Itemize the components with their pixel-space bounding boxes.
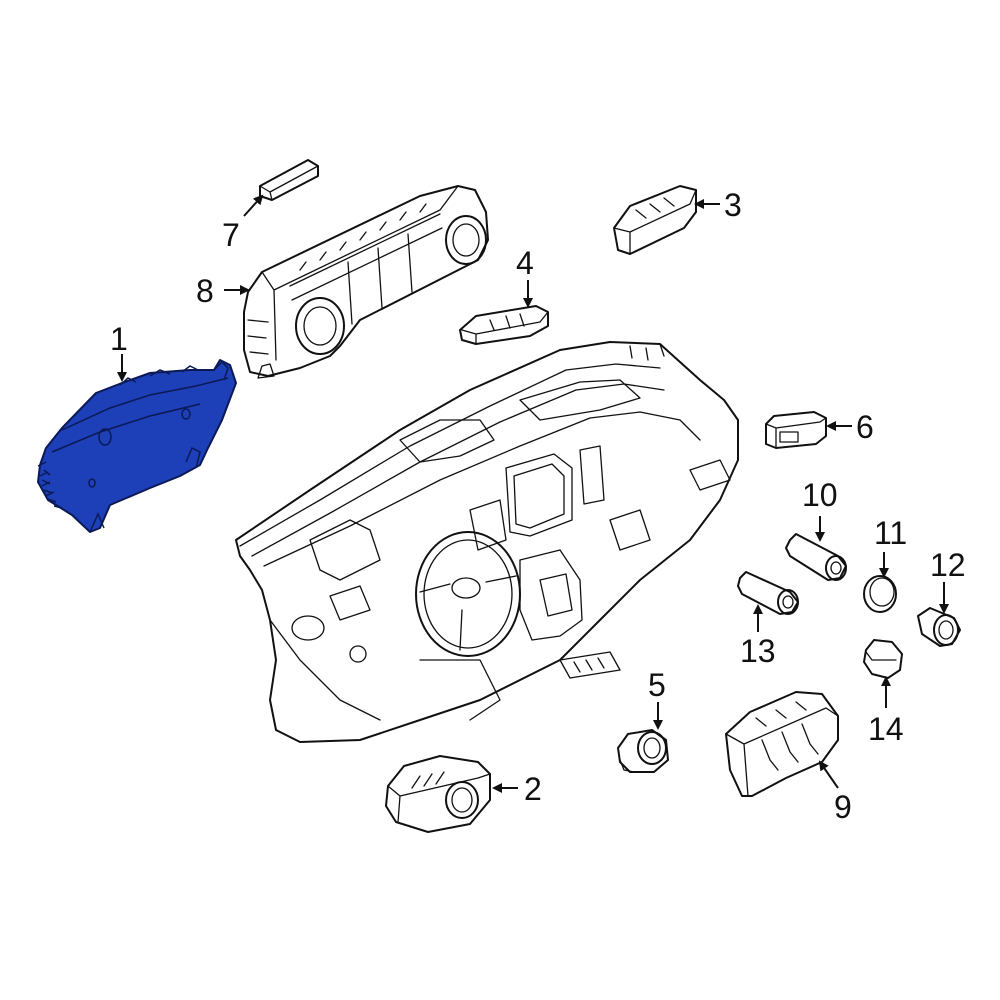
callout-label-7: 7 [222, 217, 240, 253]
callout-label-4: 4 [516, 245, 534, 281]
callout-label-6: 6 [856, 409, 874, 445]
part-8-climate-control-panel[interactable] [243, 185, 489, 379]
part-7-sensor-strip[interactable] [259, 159, 319, 201]
part-11-ring[interactable] [863, 575, 897, 613]
callout-label-10: 10 [802, 477, 838, 513]
part-3-switch-module[interactable] [613, 185, 697, 255]
callout-label-9: 9 [834, 789, 852, 825]
dashboard-assembly [235, 341, 739, 743]
part-9-switch-bank[interactable] [725, 691, 839, 797]
part-1-instrument-cluster[interactable] [37, 359, 237, 533]
part-10-cylinder[interactable] [785, 533, 847, 581]
callout-label-11: 11 [874, 515, 907, 551]
callout-label-1: 1 [110, 321, 128, 357]
callout-label-13: 13 [740, 633, 776, 669]
part-12-button[interactable] [917, 607, 961, 647]
callout-label-3: 3 [724, 187, 742, 223]
instrument-cluster-body[interactable] [37, 359, 237, 533]
callout-leaders [117, 194, 949, 793]
callout-label-8: 8 [196, 273, 214, 309]
callout-labels: 1 2 3 4 5 6 7 8 9 10 11 12 13 14 [110, 187, 966, 825]
part-5-rotary-knob[interactable] [617, 729, 669, 773]
part-13-cylinder[interactable] [737, 571, 799, 615]
part-2-headlamp-switch[interactable] [385, 755, 491, 833]
callout-label-14: 14 [868, 711, 904, 747]
part-14-button[interactable] [863, 639, 903, 679]
part-6-small-switch[interactable] [765, 411, 827, 449]
callout-label-5: 5 [648, 667, 666, 703]
part-4-switch-bar[interactable] [459, 305, 549, 345]
callout-label-2: 2 [524, 771, 542, 807]
callout-label-12: 12 [930, 547, 966, 583]
